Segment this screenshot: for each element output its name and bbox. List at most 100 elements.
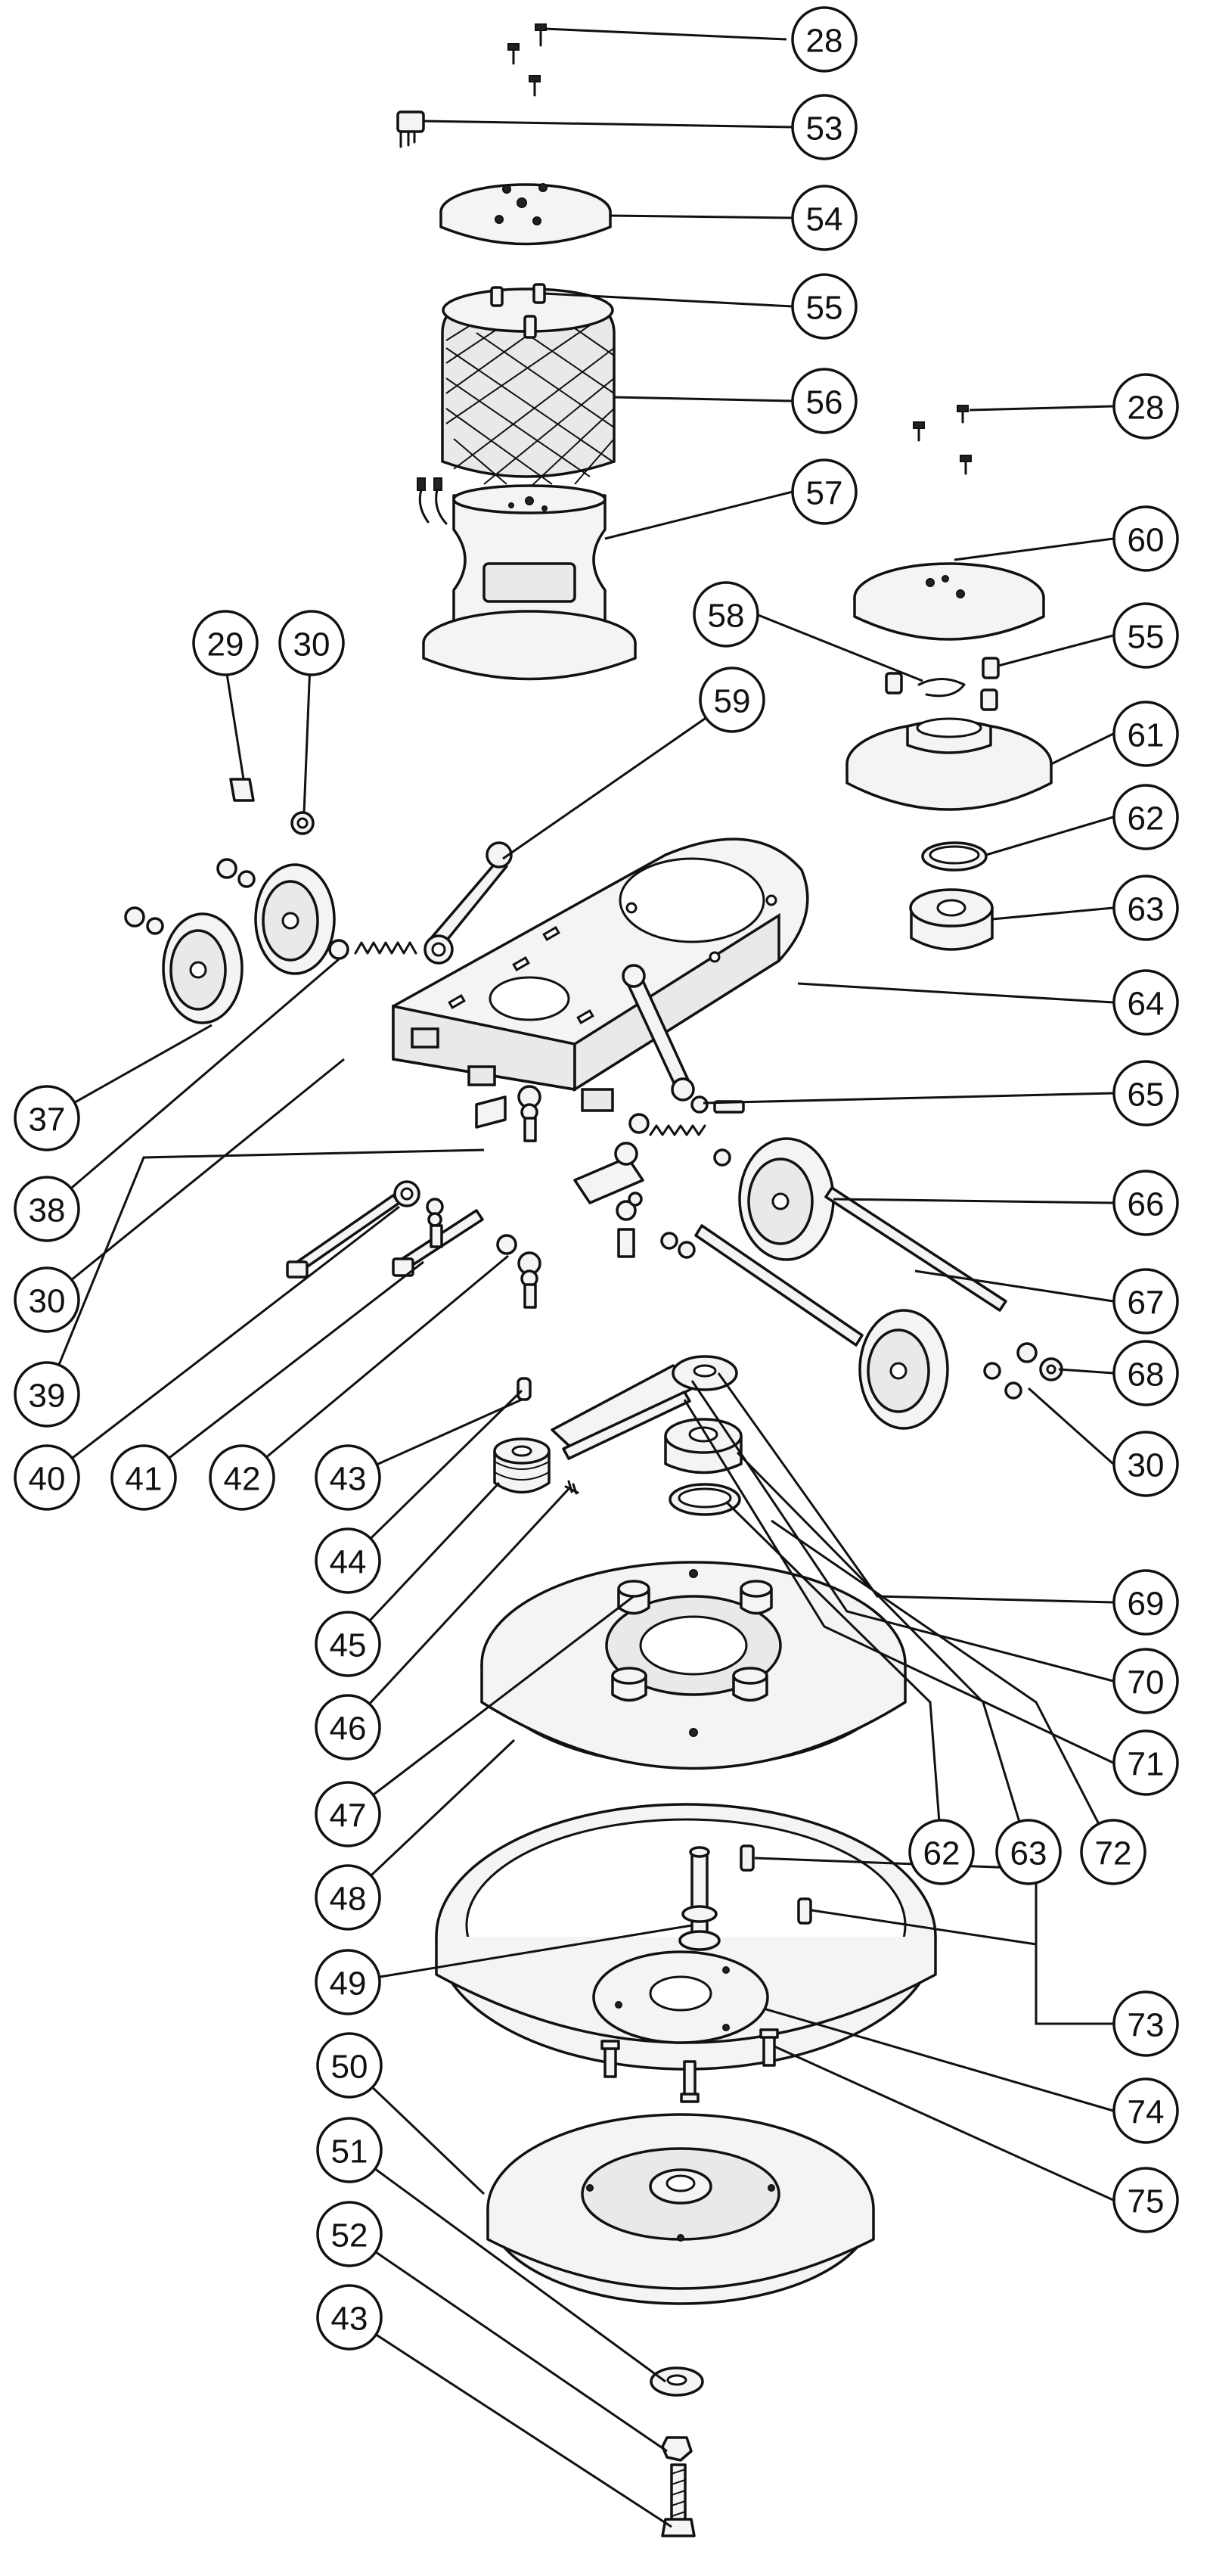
callout-number: 51 bbox=[331, 2133, 368, 2170]
callout-number: 66 bbox=[1128, 1186, 1165, 1223]
callout-number: 29 bbox=[207, 626, 244, 663]
callout-66: 66 bbox=[1112, 1170, 1179, 1236]
callout-41: 41 bbox=[110, 1444, 177, 1511]
callout-69: 69 bbox=[1112, 1569, 1179, 1636]
link-arm-65 bbox=[622, 964, 745, 1114]
callout-number: 73 bbox=[1128, 2007, 1165, 2044]
callout-number: 42 bbox=[224, 1461, 261, 1498]
callout-57: 57 bbox=[791, 458, 858, 525]
callout-59: 59 bbox=[699, 667, 765, 733]
callout-circle bbox=[1112, 505, 1179, 572]
callout-number: 56 bbox=[806, 384, 843, 421]
callout-number: 69 bbox=[1128, 1586, 1165, 1623]
spindle-49 bbox=[678, 1846, 721, 1951]
callout-number: 54 bbox=[806, 201, 843, 238]
setscrew-46 bbox=[564, 1480, 579, 1495]
callout-38: 38 bbox=[14, 1176, 80, 1242]
drive-hub-74 bbox=[592, 1950, 769, 2044]
callout-number: 48 bbox=[330, 1881, 367, 1918]
callout-circle bbox=[1112, 1648, 1179, 1714]
callout-circle bbox=[316, 2201, 383, 2267]
callout-28: 28 bbox=[791, 6, 858, 73]
callout-number: 63 bbox=[1128, 891, 1165, 928]
callout-58: 58 bbox=[693, 581, 759, 648]
callout-circle bbox=[315, 1949, 381, 2015]
callout-circle bbox=[1112, 969, 1179, 1036]
screws-28-top bbox=[507, 23, 547, 97]
lower-wheel bbox=[858, 1309, 1022, 1430]
callout-28: 28 bbox=[1112, 373, 1179, 440]
callout-68: 68 bbox=[1112, 1340, 1179, 1406]
callout-circle bbox=[1112, 1569, 1179, 1636]
callout-number: 28 bbox=[1128, 390, 1165, 427]
callout-71: 71 bbox=[1112, 1729, 1179, 1796]
rear-wheels-37 bbox=[124, 858, 336, 1024]
callout-circle bbox=[1112, 1340, 1179, 1406]
callout-circle bbox=[1112, 1990, 1179, 2057]
callout-circle bbox=[1112, 1729, 1179, 1796]
callout-circle bbox=[1112, 2077, 1179, 2144]
callout-circle bbox=[693, 581, 759, 648]
pivot-bolts-39-40-41-42 bbox=[286, 1085, 541, 1309]
callout-circle bbox=[791, 6, 858, 73]
callout-circle bbox=[14, 1361, 80, 1428]
callout-54: 54 bbox=[791, 185, 858, 251]
callout-circle bbox=[1112, 602, 1179, 669]
callout-circle bbox=[315, 1694, 381, 1760]
callout-circle bbox=[315, 1611, 381, 1677]
callout-50: 50 bbox=[316, 2032, 383, 2099]
callout-75: 75 bbox=[1112, 2167, 1179, 2233]
snap-ring-62-right bbox=[921, 841, 988, 872]
callout-number: 62 bbox=[1128, 800, 1165, 837]
axle-rod-67 bbox=[824, 1186, 1007, 1312]
belt-tensioner-70-71 bbox=[551, 1355, 738, 1460]
motor-plate-48 bbox=[480, 1561, 907, 1770]
callout-39: 39 bbox=[14, 1361, 80, 1428]
callout-circle bbox=[1112, 1431, 1179, 1497]
callout-circle bbox=[791, 273, 858, 340]
callout-circle bbox=[209, 1444, 275, 1511]
callout-number: 67 bbox=[1128, 1285, 1165, 1322]
callout-51: 51 bbox=[316, 2117, 383, 2183]
callout-65: 65 bbox=[1112, 1060, 1179, 1126]
callout-circle bbox=[791, 94, 858, 160]
callout-circle bbox=[1112, 373, 1179, 440]
callout-circle bbox=[316, 2284, 383, 2351]
washers-68-30 bbox=[1016, 1342, 1063, 1381]
bearing-63-right bbox=[909, 888, 994, 951]
callout-30: 30 bbox=[1112, 1431, 1179, 1497]
callout-circle bbox=[315, 1864, 381, 1931]
callout-number: 47 bbox=[330, 1798, 367, 1835]
callout-circle bbox=[699, 667, 765, 733]
callout-number: 62 bbox=[923, 1835, 960, 1872]
callout-number: 30 bbox=[293, 626, 330, 663]
callout-number: 49 bbox=[330, 1965, 367, 2003]
bearing-63-62-lower bbox=[664, 1418, 743, 1516]
callout-number: 61 bbox=[1128, 717, 1165, 754]
callout-30: 30 bbox=[278, 610, 345, 676]
callout-number: 58 bbox=[708, 598, 745, 635]
callout-62: 62 bbox=[1112, 784, 1179, 850]
callout-45: 45 bbox=[315, 1611, 381, 1677]
motor-housing-56 bbox=[441, 283, 616, 489]
callout-number: 60 bbox=[1128, 522, 1165, 559]
bolts-75 bbox=[600, 2028, 779, 2103]
callout-43: 43 bbox=[316, 2284, 383, 2351]
callout-circle bbox=[791, 368, 858, 434]
callout-55: 55 bbox=[1112, 602, 1179, 669]
callout-number: 63 bbox=[1010, 1835, 1047, 1872]
motor-base-57 bbox=[417, 477, 637, 681]
callout-number: 44 bbox=[330, 1544, 367, 1581]
center-pivot-bracket bbox=[573, 1142, 644, 1258]
callout-67: 67 bbox=[1112, 1268, 1179, 1335]
callout-number: 57 bbox=[806, 475, 843, 512]
callout-number: 41 bbox=[126, 1461, 163, 1498]
chassis-64 bbox=[392, 837, 809, 1112]
pulley-45 bbox=[493, 1437, 551, 1494]
callout-number: 72 bbox=[1095, 1835, 1132, 1872]
callout-48: 48 bbox=[315, 1864, 381, 1931]
callout-circle bbox=[1112, 2167, 1179, 2233]
callout-60: 60 bbox=[1112, 505, 1179, 572]
callout-number: 38 bbox=[29, 1192, 66, 1229]
